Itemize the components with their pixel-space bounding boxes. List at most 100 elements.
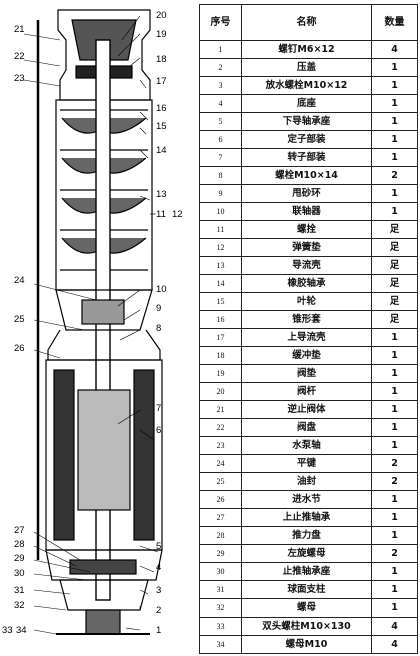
cell-name: 止推轴承座 [241,562,372,582]
callout-28: 28 [14,539,25,550]
cell-no: 30 [199,562,242,582]
callout-20: 20 [156,10,167,21]
cell-name: 油封 [241,472,372,492]
cell-qty: 1 [371,346,418,366]
cell-name: 甩砂环 [241,184,372,204]
cell-qty: 1 [371,436,418,456]
cell-qty: 1 [371,184,418,204]
cell-name: 底座 [241,94,372,114]
cell-qty: 1 [371,364,418,384]
cell-name: 逆止阀体 [241,400,372,420]
callout-24: 24 [14,275,25,286]
cell-no: 12 [199,238,242,258]
callout-11: 11 [156,209,166,220]
callout-15: 15 [156,121,167,132]
cell-qty: 1 [371,202,418,222]
cell-qty: 足 [371,238,418,258]
cell-qty: 2 [371,454,418,474]
callout-22: 22 [14,51,25,62]
cell-no: 27 [199,508,242,528]
callout-8: 8 [156,323,162,334]
cell-name: 进水节 [241,490,372,510]
callout-29: 29 [14,553,25,564]
cell-qty: 1 [371,76,418,96]
callout-3: 3 [156,585,162,596]
cell-qty: 1 [371,526,418,546]
rotor [77,389,131,511]
cell-no: 9 [199,184,242,204]
cell-name: 下导轴承座 [241,112,372,132]
cell-name: 阀盘 [241,418,372,438]
cell-no: 13 [199,256,242,276]
cell-no: 6 [199,130,242,150]
cell-no: 32 [199,598,242,618]
cell-no: 4 [199,94,242,114]
cell-name: 定子部装 [241,130,372,150]
pump-section-drawing: 1 2 3 4 5 6 7 8 9 10 11 12 13 14 15 16 1… [0,0,196,656]
cell-name: 放水螺栓M10×12 [241,76,372,96]
cell-qty: 4 [371,39,418,60]
cell-no: 19 [199,364,242,384]
cell-no: 33 [199,616,242,636]
cell-qty: 1 [371,580,418,600]
pump-cross-section [23,9,163,635]
callout-19: 19 [156,29,167,40]
cell-qty: 1 [371,418,418,438]
cell-no: 7 [199,148,242,168]
cell-no: 20 [199,382,242,402]
cell-no: 15 [199,292,242,312]
cell-no: 14 [199,274,242,294]
cell-no: 8 [199,166,242,186]
cell-name: 推力盘 [241,526,372,546]
cell-name: 球面支柱 [241,580,372,600]
callout-2: 2 [156,605,162,616]
cell-no: 11 [199,220,242,240]
cell-no: 22 [199,418,242,438]
callout-10: 10 [156,284,167,295]
callout-27: 27 [14,525,25,536]
cell-qty: 足 [371,256,418,276]
cell-name: 橡胶轴承 [241,274,372,294]
cell-qty: 1 [371,94,418,114]
cell-no: 29 [199,544,242,564]
cell-qty: 2 [371,544,418,564]
callout-6: 6 [156,425,162,436]
callout-18: 18 [156,54,167,65]
cell-name: 螺拴 [241,220,372,240]
cell-no: 1 [199,39,242,60]
cell-qty: 4 [371,634,418,655]
callout-12: 12 [172,209,183,220]
cell-no: 26 [199,490,242,510]
cell-no: 10 [199,202,242,222]
cell-name: 缓冲垫 [241,346,372,366]
callout-21: 21 [14,24,25,35]
cell-no: 3 [199,76,242,96]
cell-name: 锥形套 [241,310,372,330]
callout-34: 34 [16,625,27,636]
cell-qty: 足 [371,220,418,240]
cell-qty: 1 [371,508,418,528]
cell-no: 18 [199,346,242,366]
cell-name: 阀杆 [241,382,372,402]
cell-no: 25 [199,472,242,492]
